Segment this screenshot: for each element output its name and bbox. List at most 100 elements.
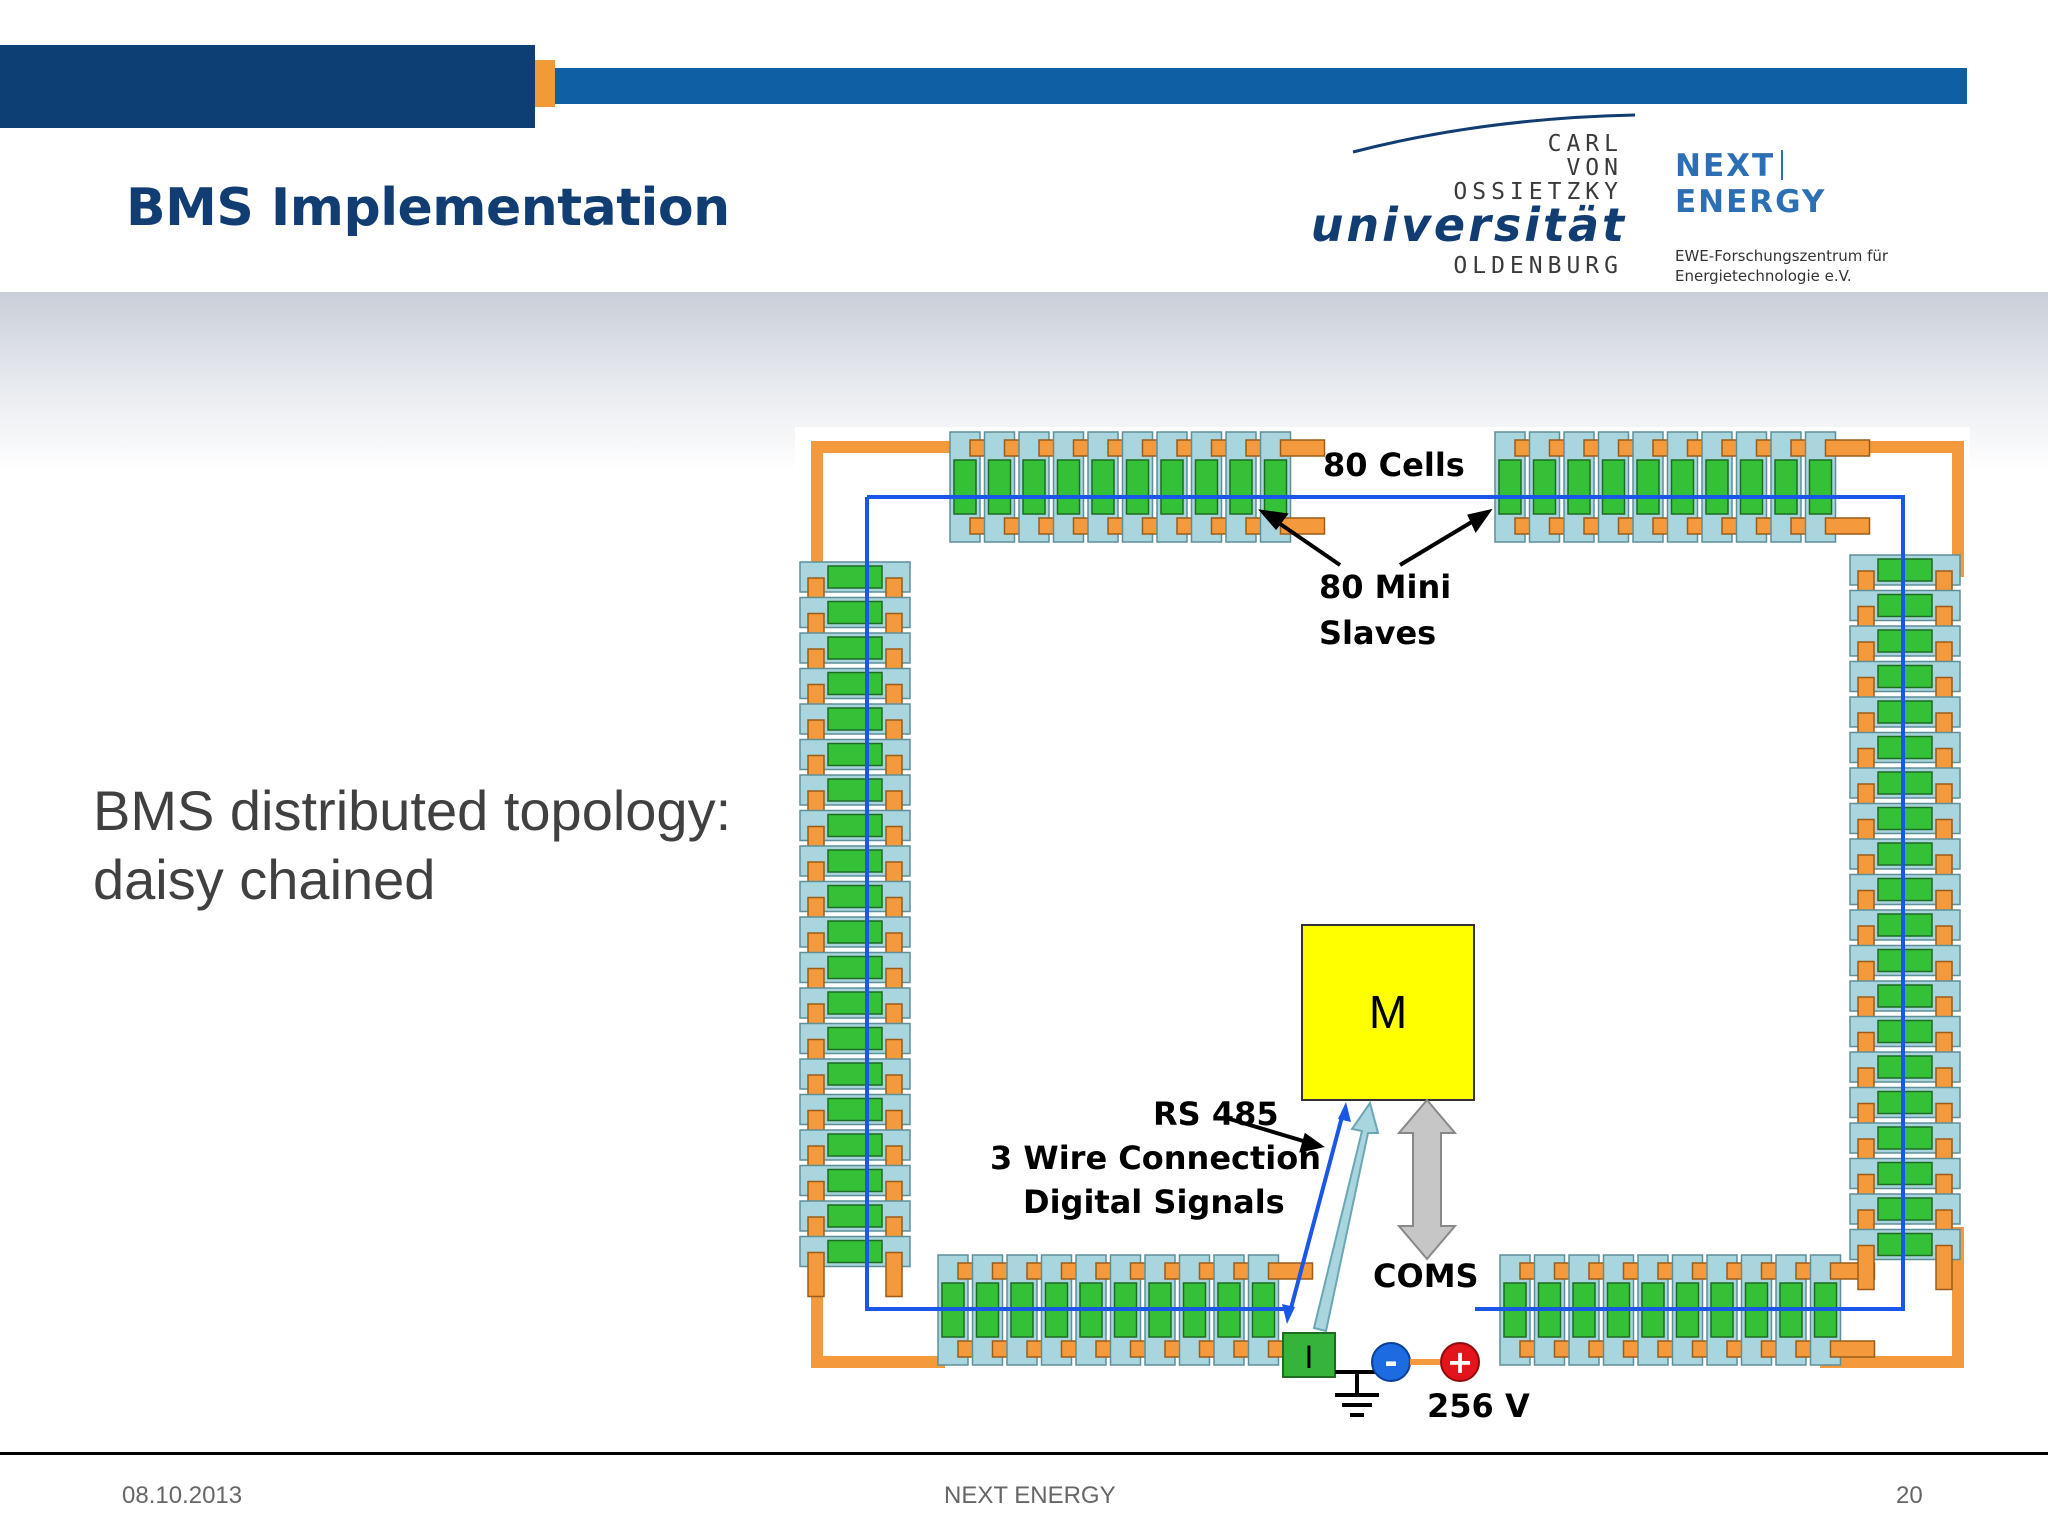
cell: [1705, 459, 1729, 515]
cell: [827, 1204, 883, 1228]
subtitle-line-1: EWE-Forschungszentrum für: [1675, 247, 1889, 265]
arrowhead-rs485: [1299, 1132, 1325, 1153]
mini-slave: [1935, 1244, 1953, 1291]
cell: [1567, 459, 1591, 515]
cell: [1263, 459, 1288, 515]
mini-slave: [1279, 439, 1326, 457]
energy-word: ENERGY: [1675, 184, 1827, 220]
master-label: M: [1369, 986, 1407, 1038]
mini-slave: [885, 1251, 903, 1298]
subtitle-line-2: Energietechnologie e.V.: [1675, 267, 1852, 285]
cell: [827, 991, 883, 1015]
cell: [827, 707, 883, 731]
cell: [1636, 459, 1660, 515]
logo-text-oldenburg: OLDENBURG: [1453, 253, 1623, 279]
arrow-rs485: [1222, 1115, 1311, 1145]
footer-page-number: 20: [1896, 1482, 1923, 1509]
arrow-left-slaves: [1268, 515, 1342, 567]
corner-wire-top-left: [811, 441, 955, 577]
footer-rule: [0, 1452, 2048, 1455]
rs485-arrowhead-top: [1338, 1102, 1351, 1122]
cell: [1808, 459, 1833, 515]
cell: [827, 742, 883, 767]
body-text-line-1: BMS distributed topology:: [93, 779, 732, 842]
master-unit: [1301, 924, 1475, 1101]
arrowhead-right-slaves: [1467, 508, 1493, 533]
label-digital-signals: Digital Signals: [1023, 1183, 1285, 1221]
cell: [1532, 459, 1557, 515]
cell: [1125, 459, 1150, 515]
cell: [827, 1239, 883, 1264]
cell: [827, 920, 883, 944]
cell: [827, 849, 883, 873]
rs485-link: [1288, 1112, 1345, 1313]
mini-slave: [1824, 439, 1871, 457]
body-text: BMS distributed topology: daisy chained: [93, 776, 731, 914]
sense-arrow: [1312, 1100, 1380, 1333]
cell: [827, 1097, 883, 1122]
ground-icon: [1335, 1370, 1380, 1417]
next-energy-subtitle: EWE-Forschungszentrum für Energietechnol…: [1675, 246, 1935, 286]
university-logo: CARL VON OSSIETZKY universität OLDENBURG: [1311, 110, 1635, 285]
arrowhead-left-slaves: [1258, 509, 1289, 531]
label-256v: 256 V: [1427, 1387, 1530, 1425]
cell: [827, 884, 883, 909]
cell: [827, 1168, 883, 1193]
page-title: BMS Implementation: [126, 178, 730, 238]
cell: [827, 565, 883, 589]
logo-text-von: VON: [1566, 155, 1623, 181]
pointer-arrows: [1222, 508, 1493, 1153]
mini-slave: [1279, 517, 1326, 535]
cell: [827, 1133, 883, 1157]
header-bar-blue: [555, 68, 1967, 104]
cell: [1160, 459, 1184, 515]
mini-slave: [807, 1251, 825, 1298]
label-80-mini: 80 Mini: [1319, 568, 1451, 606]
header-bar-dark: [0, 45, 535, 128]
next-energy-logo: NEXTENERGY EWE-Forschungszentrum für Ene…: [1675, 148, 1935, 285]
mini-slave: [1829, 1340, 1876, 1358]
cell: [1498, 459, 1522, 515]
label-80-cells: 80 Cells: [1323, 446, 1465, 484]
cell: [827, 1062, 883, 1086]
cell: [827, 636, 883, 660]
label-rs485: RS 485: [1153, 1095, 1279, 1133]
next-word: NEXT: [1675, 148, 1776, 184]
bms-topology-diagram: M 80 Cells 80 Mini Slaves RS 485 3 Wire …: [795, 427, 1970, 1427]
mini-slave: [1267, 1262, 1314, 1280]
cell: [827, 778, 883, 802]
cell: [827, 1026, 883, 1051]
body-text-line-2: daisy chained: [93, 848, 436, 911]
logo-text-carl: CARL: [1547, 131, 1623, 157]
cell: [1194, 459, 1219, 515]
coms-double-arrow: [1396, 1098, 1458, 1261]
logo-arc: [1352, 113, 1635, 154]
negative-sign: -: [1384, 1343, 1397, 1381]
label-slaves: Slaves: [1319, 614, 1436, 652]
mini-slave: [1857, 1244, 1875, 1291]
daisy-chain-loop: [865, 495, 1905, 1311]
header-bar-accent: [535, 60, 555, 107]
cell: [1056, 459, 1081, 515]
label-3-wire: 3 Wire Connection: [990, 1139, 1321, 1177]
arrow-right-slaves: [1398, 515, 1482, 567]
cell: [827, 600, 883, 625]
logo-text-ossietzky: OSSIETZKY: [1453, 179, 1623, 205]
next-energy-wordmark: NEXTENERGY: [1675, 148, 1935, 220]
cell: [827, 671, 883, 696]
cell: [1022, 459, 1046, 515]
cell: [1601, 459, 1626, 515]
footer-center: NEXT ENERGY: [944, 1482, 1116, 1509]
diagram-labels: 80 Cells 80 Mini Slaves RS 485 3 Wire Co…: [990, 446, 1530, 1425]
label-coms: COMS: [1373, 1257, 1479, 1295]
cell: [1774, 459, 1798, 515]
cell: [1739, 459, 1764, 515]
cell: [1670, 459, 1695, 515]
logo-wordmark: universität: [1310, 198, 1627, 252]
positive-sign: +: [1447, 1343, 1474, 1381]
mini-slave: [1824, 517, 1871, 535]
cell: [1229, 459, 1253, 515]
cell: [953, 459, 977, 515]
positive-terminal-icon: [1440, 1342, 1480, 1382]
logo-divider: [1781, 150, 1784, 180]
